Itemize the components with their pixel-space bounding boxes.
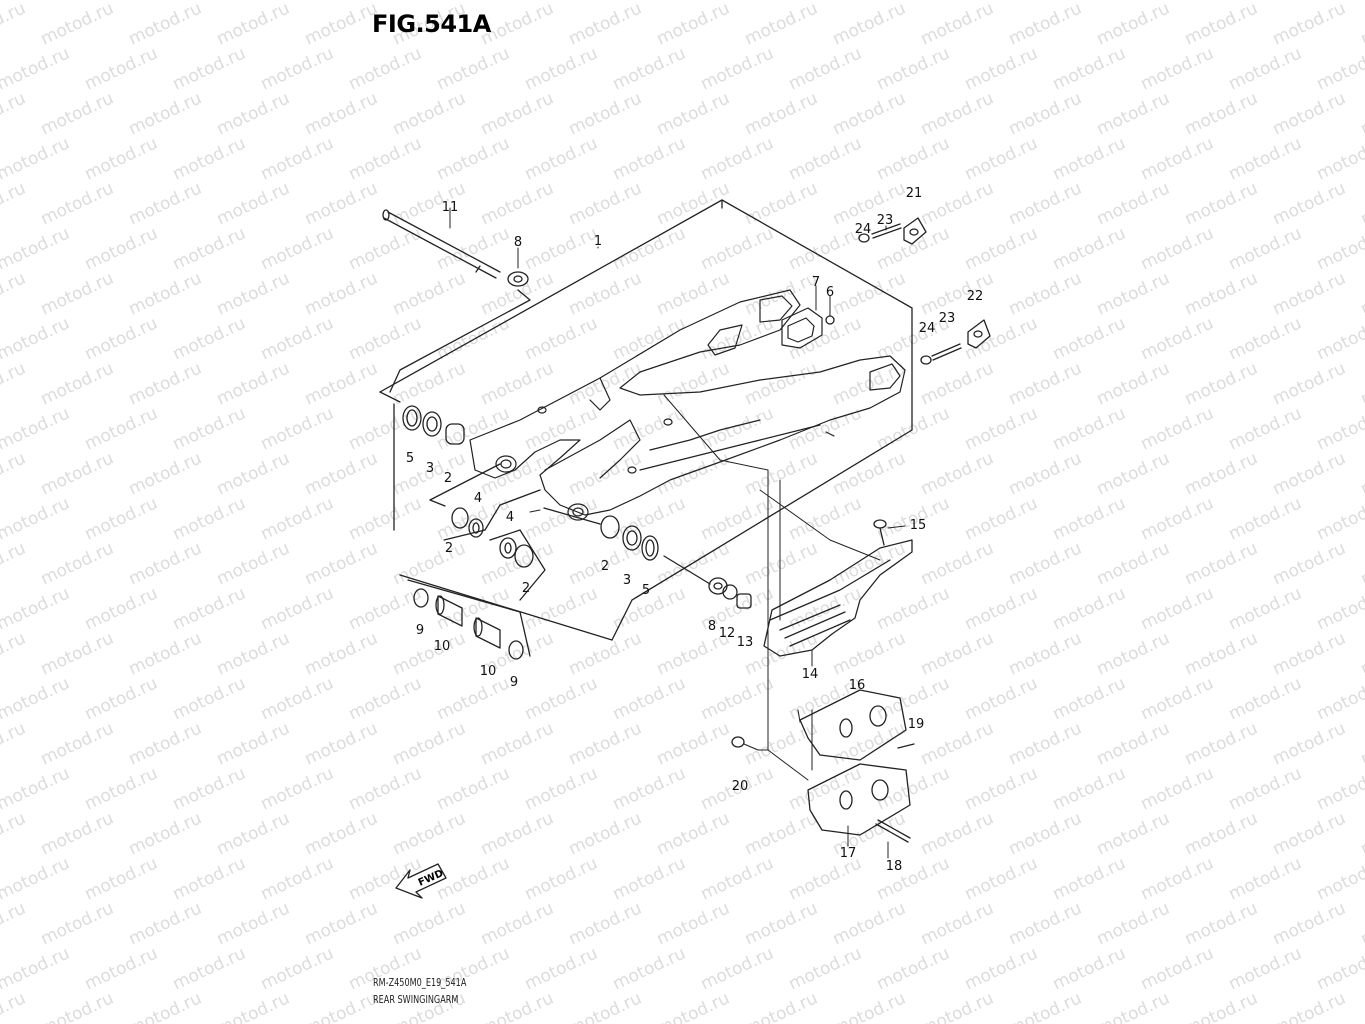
callout-4: 4 xyxy=(474,491,482,506)
callout-7: 7 xyxy=(812,275,820,290)
callout-20: 20 xyxy=(732,779,749,794)
callout-3: 3 xyxy=(426,461,434,476)
callout-23: 23 xyxy=(939,311,956,326)
chain-guide xyxy=(731,689,915,843)
callout-21: 21 xyxy=(906,186,923,201)
callout-18: 18 xyxy=(886,859,903,874)
left-bearing-stack xyxy=(402,405,541,541)
callout-2: 2 xyxy=(445,541,453,556)
callout-1: 1 xyxy=(594,234,602,249)
chain-slider xyxy=(763,519,913,657)
callout-5: 5 xyxy=(642,583,650,598)
callout-19: 19 xyxy=(908,717,925,732)
reference-lines xyxy=(449,207,906,859)
callout-13: 13 xyxy=(737,635,754,650)
callout-16: 16 xyxy=(849,678,866,693)
assembly-name: REAR SWINGINGARM xyxy=(373,993,459,1006)
callout-10: 10 xyxy=(480,664,497,679)
callout-17: 17 xyxy=(840,846,857,861)
callout-2: 2 xyxy=(522,581,530,596)
washer-8-top xyxy=(507,271,529,287)
callout-14: 14 xyxy=(802,667,819,682)
assembly-frame xyxy=(379,199,913,641)
callout-11: 11 xyxy=(442,200,459,215)
collars xyxy=(407,579,531,660)
callout-2: 2 xyxy=(601,559,609,574)
callout-10: 10 xyxy=(434,639,451,654)
right-bearing-stack xyxy=(489,507,711,601)
callout-9: 9 xyxy=(416,623,424,638)
callout-23: 23 xyxy=(877,213,894,228)
callout-12: 12 xyxy=(719,626,736,641)
callout-2: 2 xyxy=(444,471,452,486)
fwd-arrow-icon xyxy=(395,863,447,899)
callout-15: 15 xyxy=(910,518,927,533)
callout-24: 24 xyxy=(919,321,936,336)
callout-6: 6 xyxy=(826,285,834,300)
callout-24: 24 xyxy=(855,222,872,237)
callout-8: 8 xyxy=(514,235,522,250)
callout-22: 22 xyxy=(967,289,984,304)
callout-labels: 1 2 3 5 2 4 4 2 2 3 5 6 7 8 8 9 9 10 10 … xyxy=(406,186,983,874)
swingarm-body xyxy=(469,289,906,521)
callout-4: 4 xyxy=(506,510,514,525)
pivot-shaft xyxy=(382,209,501,279)
figure-title: FIG.541A xyxy=(372,10,491,38)
callout-9: 9 xyxy=(510,675,518,690)
callout-5: 5 xyxy=(406,451,414,466)
model-code: RM-Z450M0_E19_541A xyxy=(373,976,467,989)
callout-8: 8 xyxy=(708,619,716,634)
callout-3: 3 xyxy=(623,573,631,588)
